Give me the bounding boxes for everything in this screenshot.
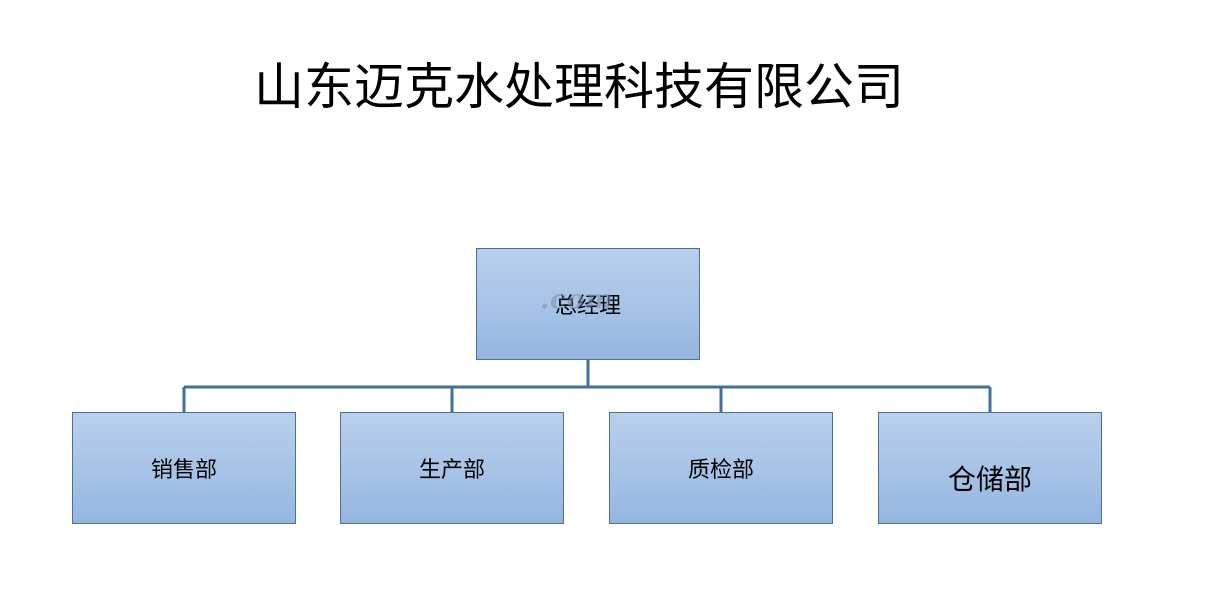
org-node-label: 仓储部 <box>947 463 1032 496</box>
org-node-quality-control[interactable]: 质检部 <box>609 412 833 524</box>
watermark-text: .com <box>540 285 614 315</box>
page-title: 山东迈克水处理科技有限公司 <box>254 58 904 116</box>
org-node-label: 生产部 <box>418 458 485 483</box>
org-node-warehouse[interactable]: 仓储部 <box>878 412 1102 524</box>
org-node-production[interactable]: 生产部 <box>340 412 564 524</box>
org-node-label: 总经理 <box>554 294 621 319</box>
org-node-label: 销售部 <box>150 458 217 483</box>
org-node-sales[interactable]: 销售部 <box>72 412 296 524</box>
org-node-general-manager[interactable]: 总经理 <box>476 248 700 360</box>
org-node-label: 质检部 <box>687 458 754 483</box>
